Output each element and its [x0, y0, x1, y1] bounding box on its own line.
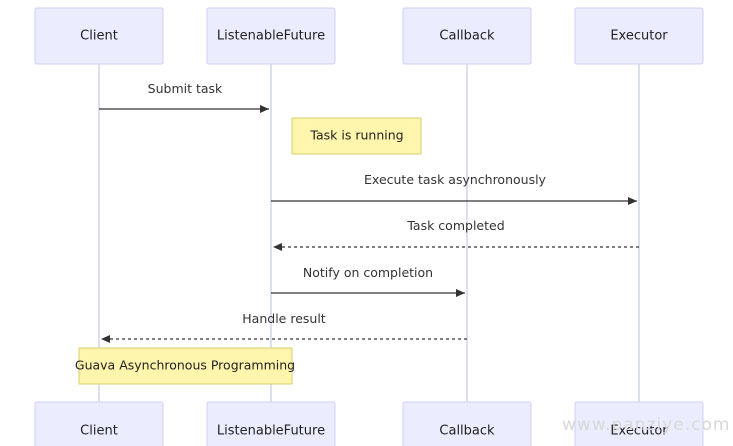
- participant-callback-bottom: Callback: [402, 401, 532, 446]
- message-execute-task: Execute task asynchronously: [271, 172, 637, 205]
- participant-label: ListenableFuture: [217, 424, 325, 439]
- participant-client-bottom: Client: [34, 401, 164, 446]
- participant-label: Executor: [610, 29, 668, 44]
- participant-future-top: ListenableFuture: [206, 7, 336, 65]
- participant-client-top: Client: [34, 7, 164, 65]
- note-text: Guava Asynchronous Programming: [75, 358, 295, 373]
- watermark: www.panziye.com: [562, 415, 730, 435]
- note-task-running: Task is running: [291, 117, 422, 155]
- participant-label: Callback: [439, 424, 495, 439]
- message-label: Notify on completion: [303, 265, 433, 280]
- message-label: Submit task: [148, 81, 223, 96]
- message-label: Execute task asynchronously: [364, 172, 547, 187]
- note-text: Task is running: [309, 128, 403, 143]
- participant-label: Callback: [439, 29, 495, 44]
- participant-label: ListenableFuture: [217, 29, 325, 44]
- participant-label: Client: [80, 29, 118, 44]
- participant-executor-bottom: Executor: [574, 401, 704, 446]
- message-label: Task completed: [406, 218, 504, 233]
- message-label: Handle result: [242, 311, 326, 326]
- message-notify-completion: Notify on completion: [271, 265, 465, 297]
- participant-label: Client: [80, 424, 118, 439]
- message-task-completed: Task completed: [273, 218, 639, 251]
- message-handle-result: Handle result: [101, 311, 467, 343]
- message-submit-task: Submit task: [99, 81, 269, 113]
- note-guava-async: Guava Asynchronous Programming: [75, 347, 295, 385]
- participant-callback-top: Callback: [402, 7, 532, 65]
- participant-label: Executor: [610, 424, 668, 439]
- participant-executor-top: Executor: [574, 7, 704, 65]
- participant-future-bottom: ListenableFuture: [206, 401, 336, 446]
